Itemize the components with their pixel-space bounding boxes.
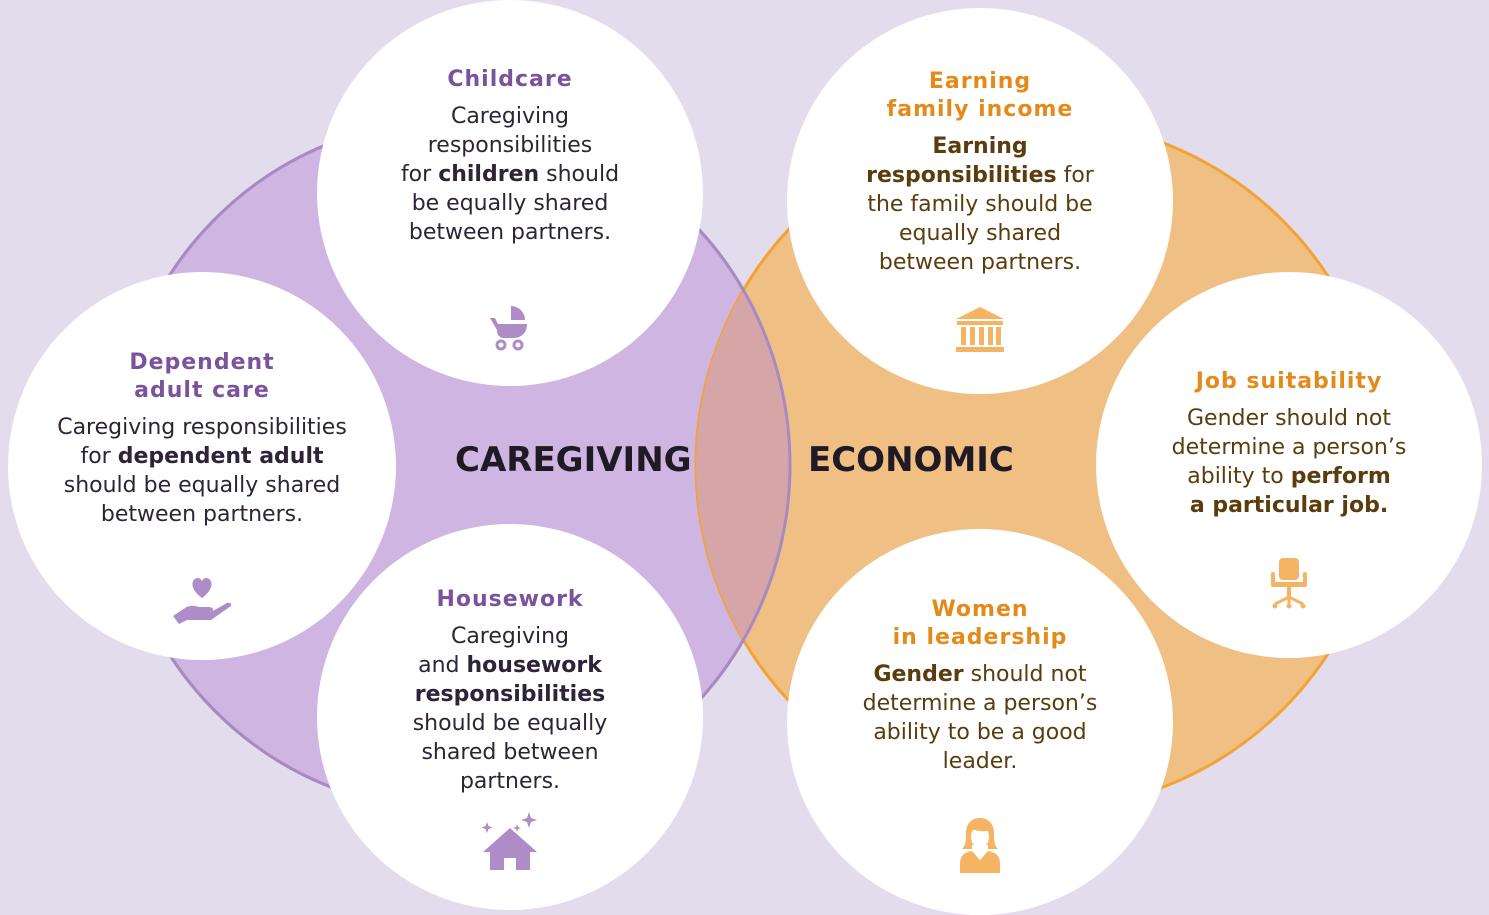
job-emphasis: perform bbox=[1290, 464, 1391, 489]
childcare-line-2: responsibilities bbox=[427, 133, 593, 158]
dependent-adult-care-description: Caregiving responsibilities for dependen… bbox=[8, 413, 396, 529]
dependent-adult-care-circle: Dependent adult care Caregiving responsi… bbox=[8, 272, 396, 660]
job-line-2: determine a person’s bbox=[1171, 435, 1407, 460]
childcare-emphasis: children bbox=[438, 162, 540, 187]
childcare-line-3-post: should bbox=[539, 162, 620, 187]
stroller-icon bbox=[490, 306, 527, 351]
office-chair-icon bbox=[1271, 558, 1307, 609]
housework-line-6: partners. bbox=[459, 769, 561, 794]
bank-icon bbox=[956, 307, 1004, 352]
job-suitability-description: Gender should not determine a person’s a… bbox=[1096, 404, 1482, 520]
earning-family-income-description: Earning responsibilities for the family … bbox=[787, 132, 1173, 277]
dependent-line-3: should be equally shared bbox=[63, 473, 341, 498]
earning-emphasis-2: responsibilities bbox=[866, 163, 1057, 188]
earning-line-2-post: for bbox=[1056, 163, 1094, 188]
earning-line-5: between partners. bbox=[878, 250, 1082, 275]
dependent-line-2: for dependent adult bbox=[8, 442, 396, 471]
job-line-1: Gender should not bbox=[1187, 406, 1391, 431]
earning-line-3: the family should be bbox=[867, 192, 1093, 217]
housework-line-4: should be equally bbox=[412, 711, 608, 736]
job-suitability-title: Job suitability bbox=[1195, 369, 1383, 394]
housework-description: Caregiving and housework responsibilitie… bbox=[317, 622, 703, 796]
dependent-adult-care-title: Dependent adult care bbox=[129, 350, 275, 403]
housework-line-2: and housework bbox=[317, 651, 703, 680]
housework-line-3: responsibilities bbox=[317, 680, 703, 709]
women-in-leadership-title: Women in leadership bbox=[892, 597, 1068, 650]
dependent-line-2-pre: for bbox=[80, 444, 118, 469]
childcare-circle: Childcare Caregiving responsibilities fo… bbox=[317, 0, 703, 386]
housework-line-1: Caregiving bbox=[450, 624, 570, 649]
housework-emphasis: housework bbox=[466, 653, 602, 678]
housework-line-2-pre: and bbox=[418, 653, 467, 678]
sparkling-house-icon bbox=[481, 812, 537, 870]
childcare-line-5: between partners. bbox=[408, 220, 612, 245]
housework-line-5: shared between bbox=[421, 740, 599, 765]
women-line-2: determine a person’s bbox=[862, 691, 1098, 716]
housework-circle: Housework Caregiving and housework respo… bbox=[317, 524, 703, 910]
job-line-4: a particular job. bbox=[1096, 491, 1482, 520]
earning-line-4: equally shared bbox=[898, 221, 1062, 246]
dependent-emphasis: dependent adult bbox=[117, 444, 324, 469]
women-line-3: ability to be a good bbox=[873, 720, 1087, 745]
job-line-3: ability to perform bbox=[1096, 462, 1482, 491]
dependent-line-1: Caregiving responsibilities bbox=[57, 415, 347, 440]
job-line-3-pre: ability to bbox=[1187, 464, 1291, 489]
childcare-line-3-pre: for bbox=[400, 162, 439, 187]
women-line-1-post: should not bbox=[963, 662, 1087, 687]
dependent-line-4: between partners. bbox=[100, 502, 304, 527]
childcare-title: Childcare bbox=[447, 67, 573, 92]
earning-family-income-circle: Earning family income Earning responsibi… bbox=[787, 8, 1173, 394]
childcare-line-4: be equally shared bbox=[411, 191, 609, 216]
women-in-leadership-circle: Women in leadership Gender should not de… bbox=[787, 529, 1173, 915]
women-in-leadership-description: Gender should not determine a person’s a… bbox=[787, 660, 1173, 776]
job-suitability-circle: Job suitability Gender should not determ… bbox=[1096, 272, 1482, 658]
women-line-4: leader. bbox=[942, 749, 1018, 774]
women-emphasis: Gender bbox=[873, 662, 964, 687]
caregiving-label: CAREGIVING bbox=[455, 440, 692, 480]
earning-line-1: Earning bbox=[787, 132, 1173, 161]
businesswoman-icon bbox=[960, 818, 1000, 873]
housework-emphasis-2: responsibilities bbox=[414, 682, 606, 707]
childcare-line-1: Caregiving bbox=[450, 104, 570, 129]
childcare-line-3: for children should bbox=[317, 160, 703, 189]
economic-label: ECONOMIC bbox=[808, 440, 1014, 480]
heart-hand-icon bbox=[173, 578, 232, 624]
earning-emphasis: Earning bbox=[932, 134, 1028, 159]
women-line-1: Gender should not bbox=[787, 660, 1173, 689]
job-emphasis-2: a particular job. bbox=[1189, 493, 1389, 518]
earning-line-2: responsibilities for bbox=[787, 161, 1173, 190]
childcare-description: Caregiving responsibilities for children… bbox=[317, 102, 703, 247]
housework-title: Housework bbox=[436, 587, 584, 612]
earning-family-income-title: Earning family income bbox=[886, 69, 1074, 122]
